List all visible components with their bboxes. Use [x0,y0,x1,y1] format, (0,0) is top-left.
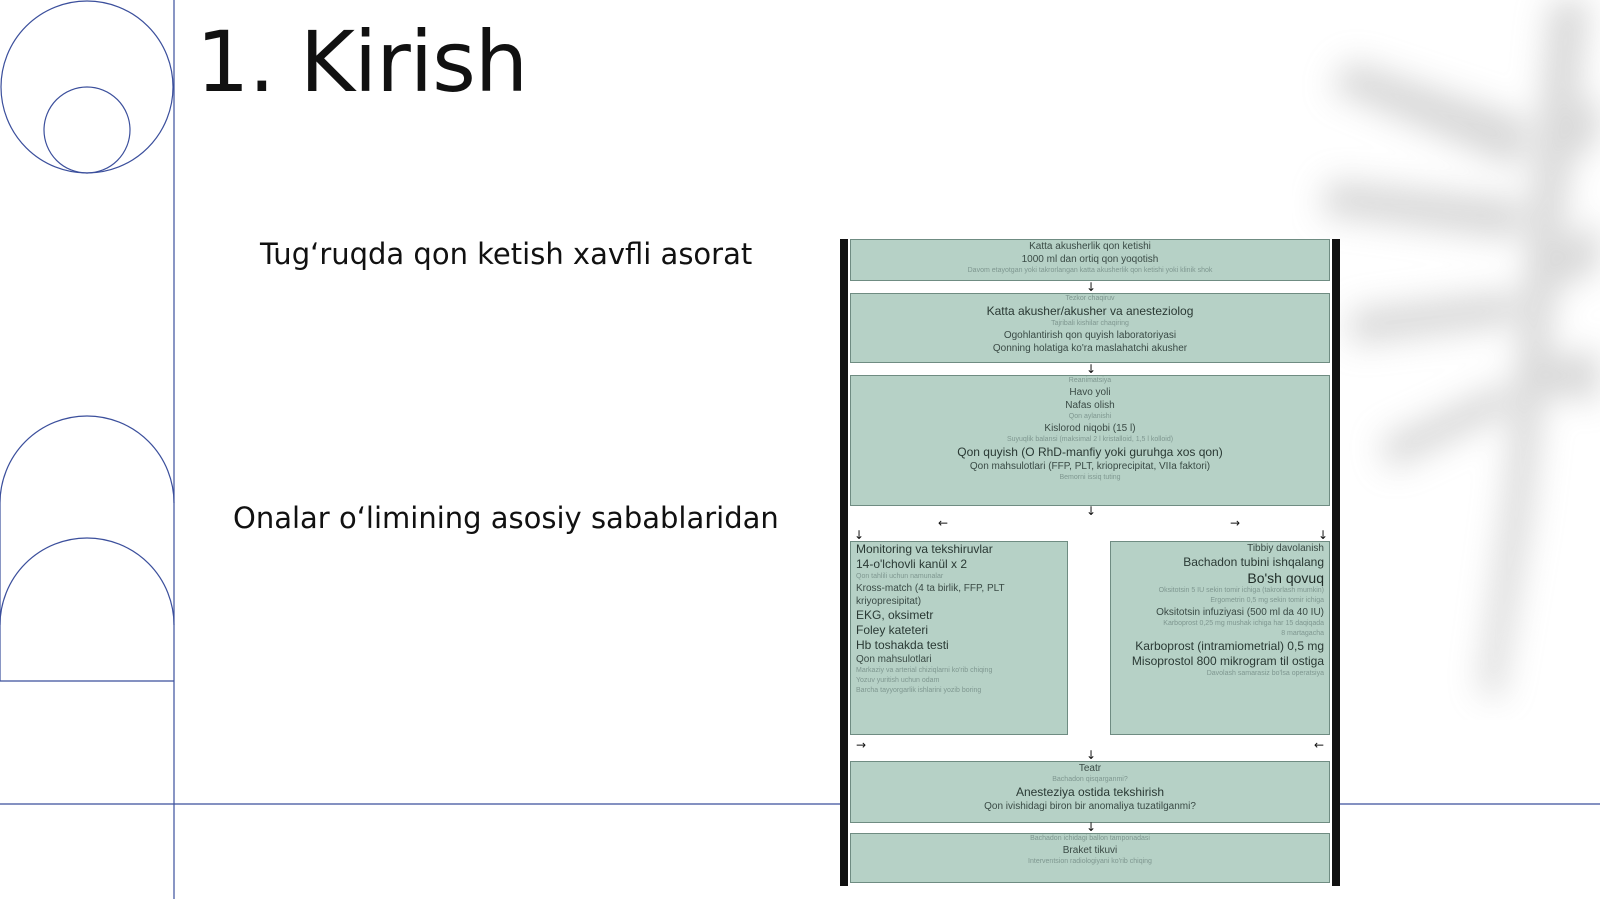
box4-line4: kriyopresipitat) [856,596,922,607]
box1-line: 1000 ml dan ortiq qon yoqotish [1021,254,1159,265]
box5-line6: Karboprost 0,25 mg mushak ichiga har 15 … [1163,620,1324,627]
box3-line3: Qon aylanishi [1068,413,1112,420]
arrow-down-icon: ↓ [1086,504,1097,518]
box4-line2: Qon tahlili uchun namunalar [856,573,944,580]
box4-line6: Foley kateteri [856,623,929,637]
arrow-down-icon: ↓ [1086,280,1097,294]
box5-line2: Bo'sh qovuq [1247,570,1324,586]
box1-note: Davom etayotgan yoki takrorlangan katta … [967,267,1213,274]
box6-line1: Bachadon qisqarganmi? [1052,776,1128,783]
box5-line5: Oksitotsin infuziyasi (500 ml da 40 IU) [1156,607,1324,618]
box1-title: Katta akusherlik qon ketishi [1029,241,1151,252]
box2-title: Katta akusher/akusher va anesteziolog [986,304,1194,318]
flowchart-box-theatre: Teatr Bachadon qisqarganmi? Anesteziya o… [850,761,1330,823]
box4-line11: Barcha tayyorgarlik ishlarini yozib bori… [856,687,982,694]
box4-title: Monitoring va tekshiruvlar [856,542,993,556]
arrow-left-icon: ← [938,516,949,530]
flowchart-box-medical-treatment: Tibbiy davolanish Bachadon tubini ishqal… [1110,541,1330,735]
box3-line5: Suyuqlik balansi (maksimal 2 l kristallo… [1006,436,1174,443]
box6-title: Teatr [1078,763,1102,774]
arrow-down-icon: ↓ [1318,528,1329,542]
box5-line10: Davolash samarasiz bo'lsa operatsiya [1206,670,1324,677]
flowchart-image: Katta akusherlik qon ketishi 1000 ml dan… [840,239,1340,886]
box2-line1: Tajribali kishilar chaqiring [1051,320,1129,327]
flowchart-box-monitoring: Monitoring va tekshiruvlar 14-o'lchovli … [850,541,1068,735]
box4-line5: EKG, oksimetr [856,608,934,622]
box7-line2: Braket tikuvi [1062,845,1118,856]
box4-line10: Yozuv yuritish uchun odam [856,677,940,684]
box3-line6: Qon quyish (O RhD-manfiy yoki guruhga xo… [957,445,1223,459]
arrow-right-icon: → [856,738,867,752]
box4-line3: Kross-match (4 ta birlik, FFP, PLT [856,583,1005,594]
box5-line8: Karboprost (intramiometrial) 0,5 mg [1135,639,1324,653]
box3-line4: Kislorod niqobi (15 l) [1044,423,1136,434]
box5-line3: Oksitotsin 5 IU sekin tomir ichiga (takr… [1158,587,1324,594]
bullet-point-1: Tug‘ruqda qon ketish xavfli asorat [260,237,753,271]
arrow-left-icon: ← [1314,738,1325,752]
arrow-down-icon: ↓ [1086,362,1097,376]
box5-line4: Ergometrin 0,5 mg sekin tomir ichiga [1210,597,1324,604]
flowchart-box-hemorrhage: Katta akusherlik qon ketishi 1000 ml dan… [850,239,1330,281]
slide-title: 1. Kirish [196,13,528,111]
arrow-down-icon: ↓ [854,528,865,542]
box3-line8: Bemorni issiq tuting [1059,474,1121,481]
box3-line1: Havo yoli [1069,387,1111,398]
box3-head: Reanimatsiya [1068,377,1112,384]
box6-line2: Anesteziya ostida tekshirish [1015,785,1165,799]
box4-line8: Qon mahsulotlari [856,654,932,665]
box6-line3: Qon ivishidagi biron bir anomaliya tuzat… [984,801,1196,812]
arrow-down-icon: ↓ [1086,820,1097,834]
box2-line2: Ogohlantirish qon quyish laboratoriyasi [1003,330,1177,341]
box5-line7: 8 martagacha [1281,630,1324,637]
box5-title: Tibbiy davolanish [1247,543,1324,554]
box5-line9: Misoprostol 800 mikrogram til ostiga [1131,654,1324,668]
box4-line1: 14-o'lchovli kanül x 2 [856,557,968,571]
box3-line2: Nafas olish [1065,400,1115,411]
bullet-point-2: Onalar o‘limining asosiy sabablaridan [233,501,779,535]
box7-line1: Bachadon ichidagi ballon tamponadasi [1030,835,1150,842]
box2-head: Tezkor chaqiruv [1065,295,1115,302]
box4-line9: Markaziy va arterial chiziqlarni ko'rib … [856,667,993,674]
box2-line3: Qonning holatiga ko'ra maslahatchi akush… [992,343,1188,354]
flowchart-box-resuscitation: Reanimatsiya Havo yoli Nafas olish Qon a… [850,375,1330,506]
box7-line3: Interventsion radiologiyani ko'rib chiqi… [1028,858,1152,865]
flowchart-box-call-team: Tezkor chaqiruv Katta akusher/akusher va… [850,293,1330,363]
arrow-down-icon: ↓ [1086,748,1097,762]
arrow-right-icon: → [1230,516,1241,530]
flowchart-box-surgical: Bachadon ichidagi ballon tamponadasi Bra… [850,833,1330,883]
box5-line1: Bachadon tubini ishqalang [1183,555,1324,569]
box4-line7: Hb toshakda testi [856,638,949,652]
box3-line7: Qon mahsulotlari (FFP, PLT, krioprecipit… [969,461,1211,472]
